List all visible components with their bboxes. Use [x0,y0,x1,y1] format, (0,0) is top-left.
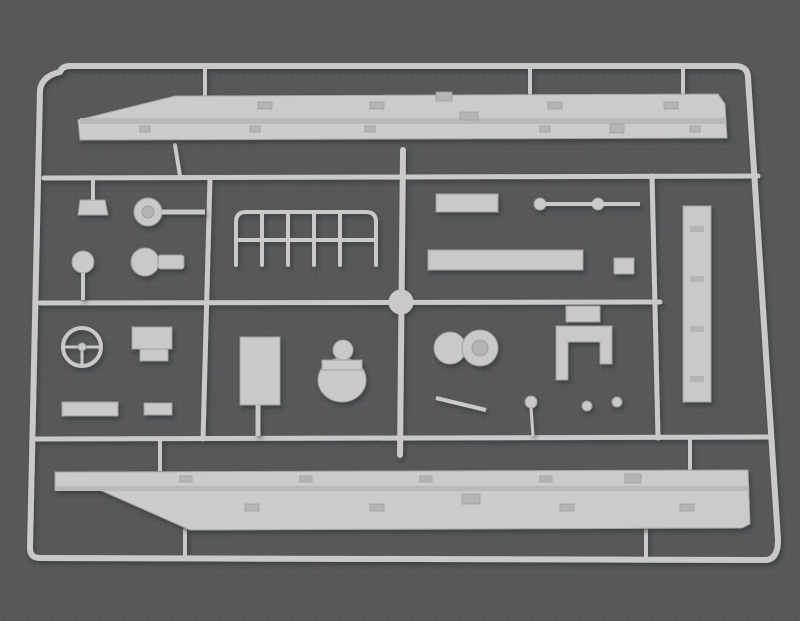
lower-side-panel [54,469,751,531]
small-parts [61,180,712,437]
sprue-frame [27,63,781,563]
runner-v-left [200,175,213,442]
runner-h-mid [37,299,663,306]
upper-side-panel [77,91,728,141]
railing-part [234,210,378,267]
runner-v-right [649,173,661,441]
center-hub [388,289,414,315]
sprue-outer-frame [27,63,781,563]
